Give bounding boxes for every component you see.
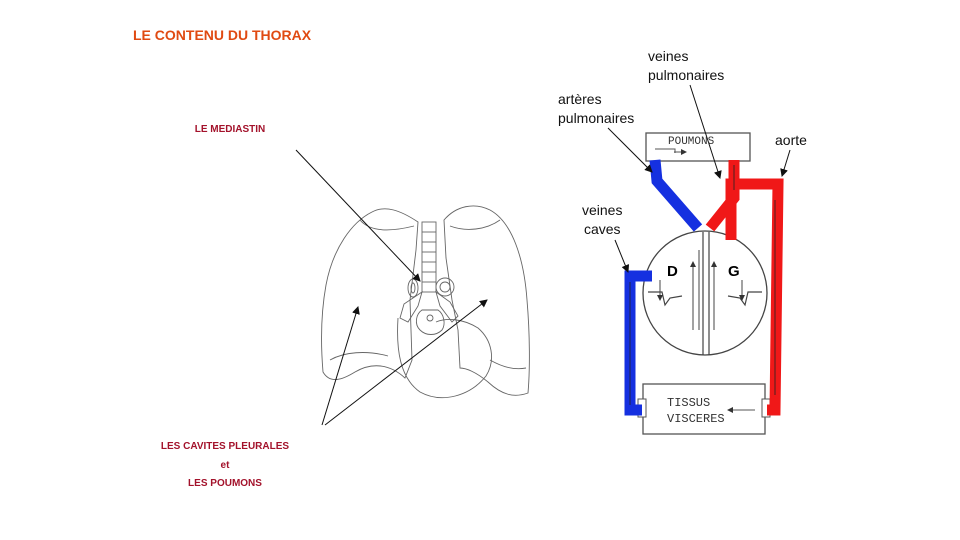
label-arteres-pulmonaires: artères pulmonaires: [558, 91, 635, 126]
right-lung: [443, 205, 530, 396]
pointer-veines-caves: [614, 239, 630, 273]
label-G: G: [728, 263, 740, 280]
pulmonary-artery: [649, 159, 703, 232]
pointer-veines-pulmonaires: [689, 84, 722, 179]
heart-outline: [397, 317, 493, 399]
right-valve: [648, 291, 683, 307]
label-cavites-pleurales: LES CAVITES PLEURALES: [160, 441, 290, 452]
page-title: LE CONTENU DU THORAX: [133, 27, 312, 43]
heart-circle: [642, 230, 768, 356]
thorax-sketch: [321, 205, 530, 399]
box-tissus-label-2: VISCERES: [667, 412, 725, 426]
left-valve: [727, 291, 762, 307]
label-D: D: [667, 263, 678, 280]
pleural-pointer-right: [324, 299, 488, 426]
septum: [702, 232, 710, 355]
pleural-pointer-left: [321, 306, 360, 426]
box-tissus-label-1: TISSUS: [667, 396, 711, 410]
mediastin-pointer: [295, 149, 421, 282]
tissus-box: [642, 383, 766, 435]
label-et: et: [220, 460, 230, 471]
trachea: [421, 221, 437, 293]
pointer-arteres-pulmonaires: [607, 127, 653, 173]
box-poumons-label: POUMONS: [668, 136, 715, 148]
aorta: [725, 178, 784, 416]
label-mediastin: LE MEDIASTIN: [194, 124, 266, 135]
pointer-aorte: [780, 149, 791, 177]
label-veines-pulmonaires: veines pulmonaires: [648, 48, 725, 83]
poumons-box: [645, 132, 751, 162]
label-aorte: aorte: [775, 132, 807, 148]
left-lung: [321, 208, 419, 380]
label-poumons: LES POUMONS: [188, 478, 262, 489]
label-veines-caves: veines caves: [582, 202, 623, 237]
